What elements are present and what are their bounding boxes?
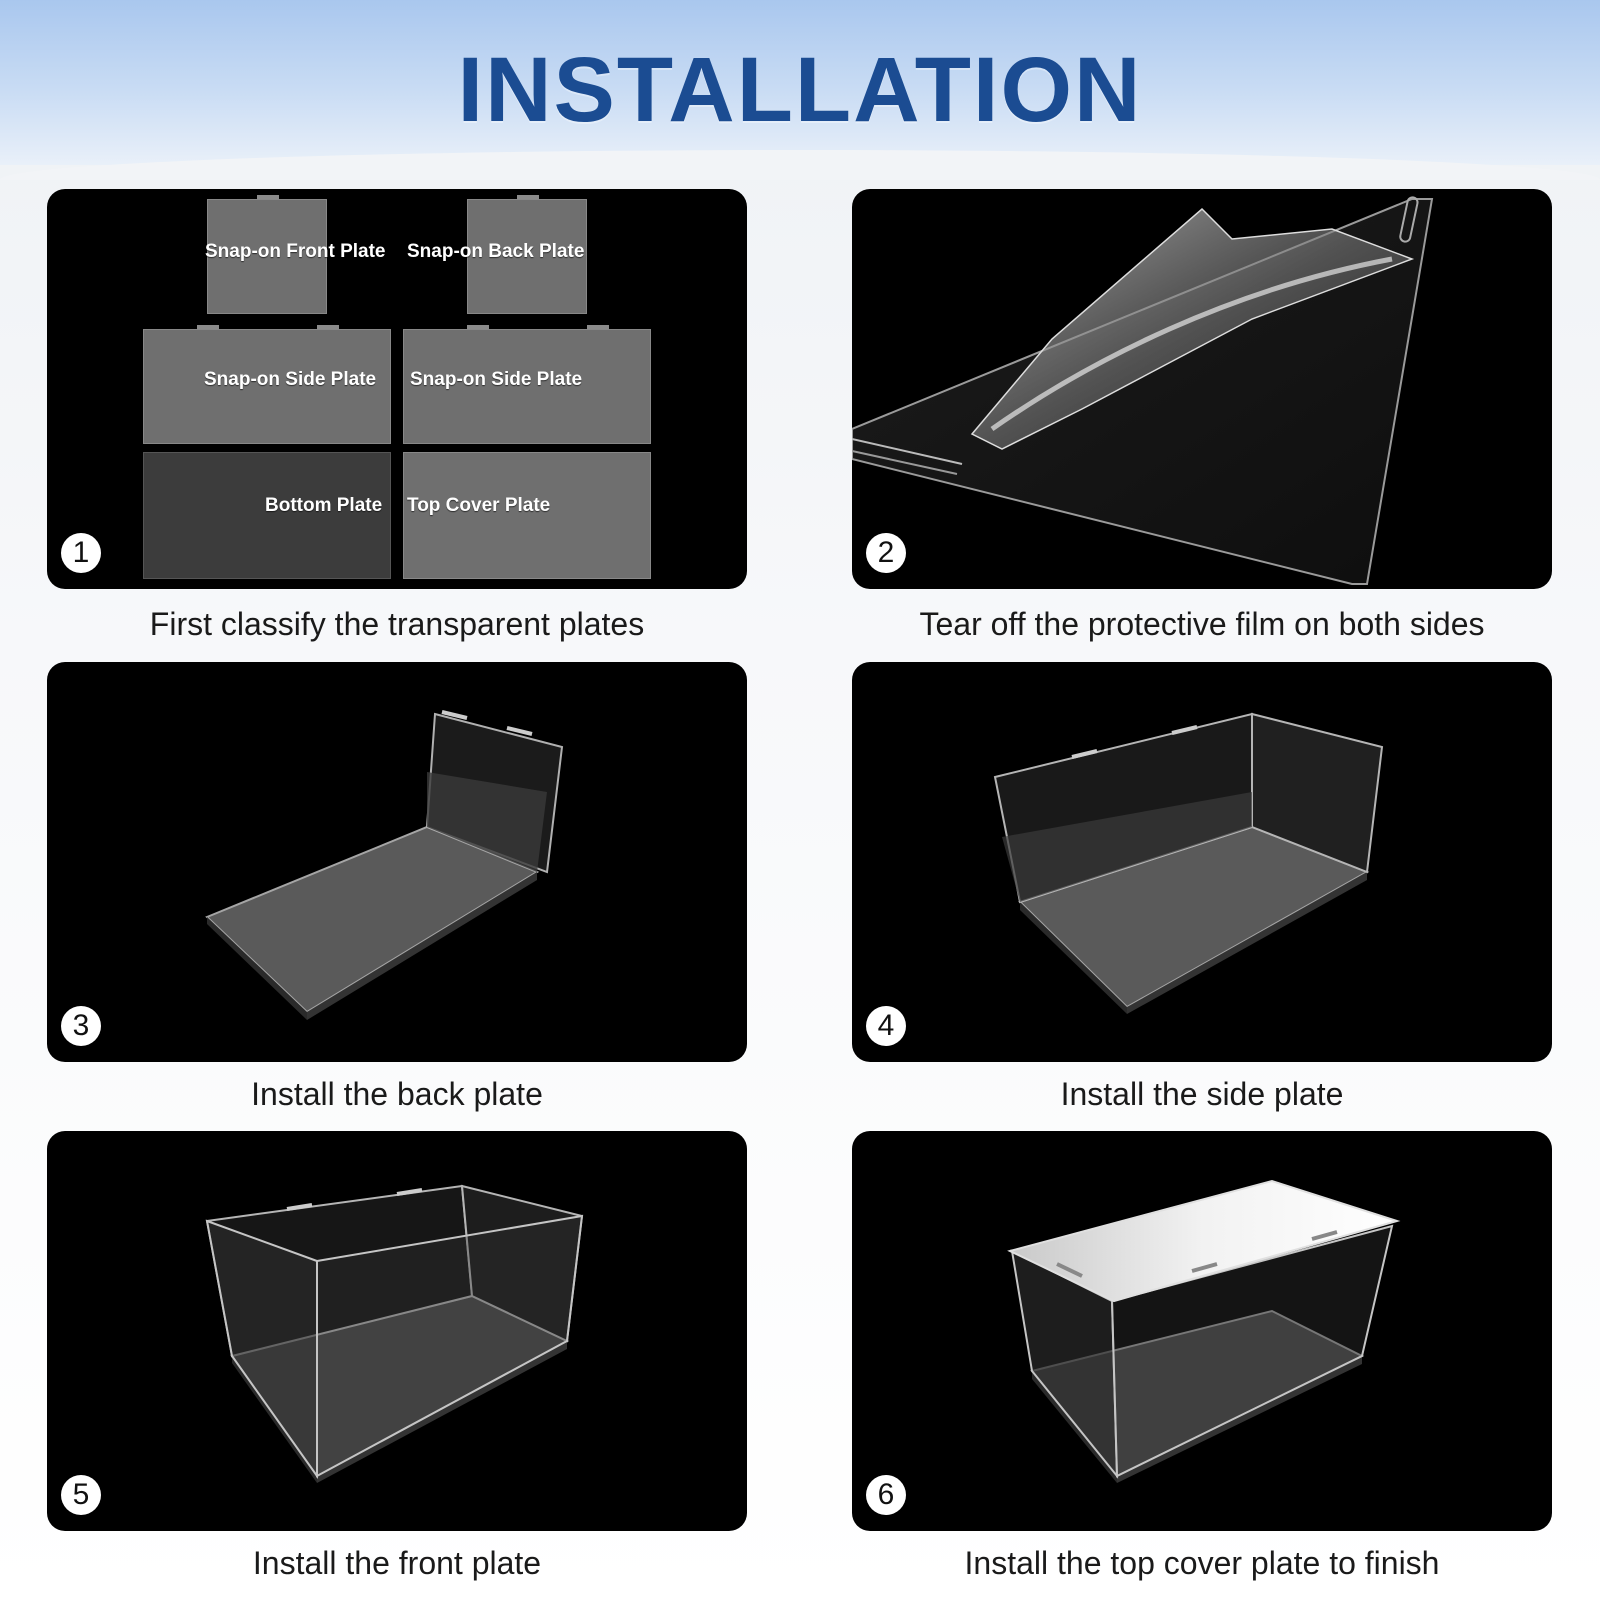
step-number-badge: 3 bbox=[61, 1006, 101, 1046]
bottom-plate-piece bbox=[143, 452, 391, 579]
top-cover-plate-piece bbox=[403, 452, 651, 579]
step-number-badge: 2 bbox=[866, 533, 906, 573]
step-number-badge: 4 bbox=[866, 1006, 906, 1046]
front-plate-install-illustration bbox=[205, 1184, 584, 1483]
step-number-badge: 5 bbox=[61, 1475, 101, 1515]
page-title: INSTALLATION bbox=[457, 39, 1143, 141]
step-3-panel: 3 bbox=[47, 662, 747, 1062]
step-4-caption: Install the side plate bbox=[1060, 1076, 1344, 1112]
step-1-panel: Snap-on Front Plate Snap-on Back Plate S… bbox=[47, 189, 747, 589]
header-banner bbox=[0, 0, 1600, 165]
top-cover-plate-label: Top Cover Plate bbox=[407, 495, 551, 516]
back-plate-label: Snap-on Back Plate bbox=[407, 241, 585, 262]
side-plate-right-piece bbox=[403, 329, 651, 444]
plate-tab bbox=[197, 325, 219, 329]
back-plate-install-illustration bbox=[205, 710, 564, 1020]
side-plate-right-label: Snap-on Side Plate bbox=[410, 369, 583, 390]
step-number-badge: 6 bbox=[866, 1475, 906, 1515]
step-2-caption: Tear off the protective film on both sid… bbox=[919, 606, 1485, 642]
step-6-panel: 6 bbox=[852, 1131, 1552, 1531]
step-4-panel: 4 bbox=[852, 662, 1552, 1062]
step-6-caption: Install the top cover plate to finish bbox=[964, 1545, 1440, 1581]
step-1-caption: First classify the transparent plates bbox=[149, 606, 645, 642]
side-plate-install-illustration bbox=[993, 712, 1384, 1014]
side-plate-left-label: Snap-on Side Plate bbox=[204, 369, 377, 390]
plate-tab bbox=[587, 325, 609, 329]
front-plate-label: Snap-on Front Plate bbox=[205, 241, 386, 262]
plate-tab bbox=[517, 195, 539, 199]
step-5-panel: 5 bbox=[47, 1131, 747, 1531]
plate-tab bbox=[467, 325, 489, 329]
side-plate-left-piece bbox=[143, 329, 391, 444]
front-plate-piece bbox=[207, 199, 327, 314]
step-5-caption: Install the front plate bbox=[252, 1545, 542, 1581]
film-peel-illustration bbox=[852, 196, 1434, 585]
top-cover-install-illustration bbox=[1007, 1179, 1401, 1483]
step-number-badge: 1 bbox=[61, 533, 101, 573]
plate-tab bbox=[317, 325, 339, 329]
bottom-plate-label: Bottom Plate bbox=[265, 495, 383, 516]
plate-tab bbox=[257, 195, 279, 199]
step-3-caption: Install the back plate bbox=[251, 1076, 543, 1112]
back-plate-piece bbox=[467, 199, 587, 314]
step-2-panel: 2 bbox=[852, 189, 1552, 589]
